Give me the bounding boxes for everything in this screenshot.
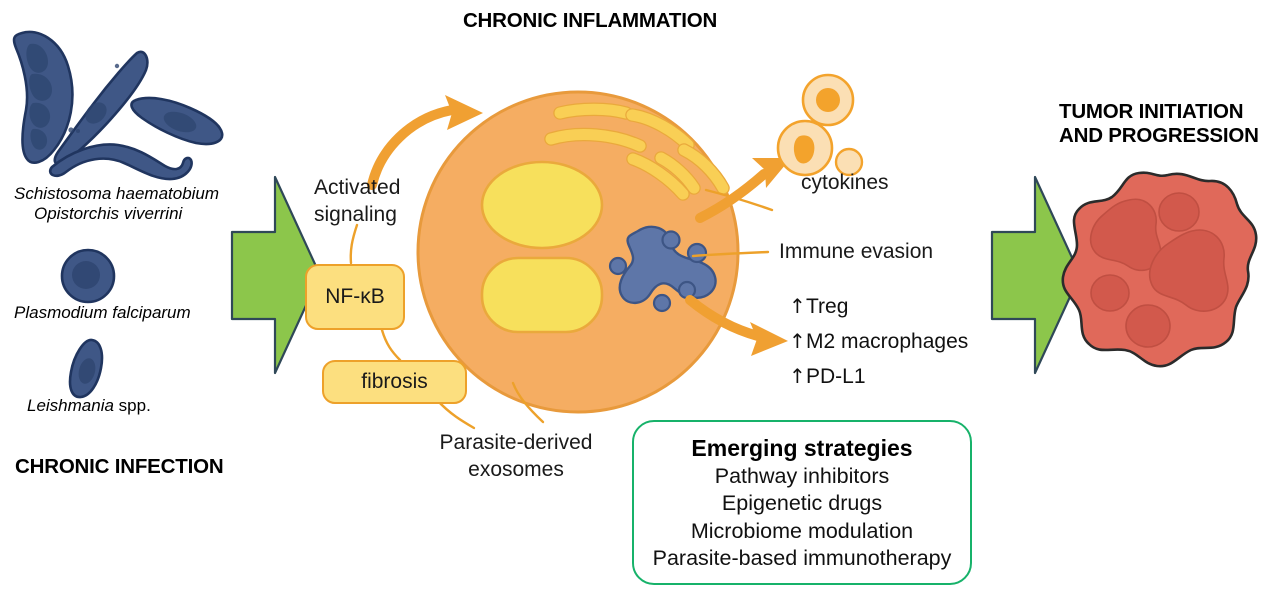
tumor-title-line-2: AND PROGRESSION [1059,123,1259,147]
exosomes-label: Parasite-derived exosomes [404,430,628,484]
pathogen-label-schistosoma: Schistosoma haematobium [14,184,220,203]
section-title-chronic-infection: CHRONIC INFECTION [15,455,224,478]
pathogen-label-opistorchis: Opistorchis viverrini [34,204,183,223]
upregulated-label-m2: M2 macrophages [806,330,969,353]
exosomes-line-1: Parasite-derived [439,431,593,454]
cell-golgi-rods [544,102,730,201]
nfkb-box-label: NF-κB [325,285,385,308]
activated-signaling-line-2: signaling [314,202,397,226]
cytokines-label: cytokines [801,171,889,194]
immune-evasion-label: Immune evasion [779,240,934,263]
cytokine-particles [776,73,864,177]
section-title-tumor-initiation: TUMOR INITIATION AND PROGRESSION [1059,100,1278,147]
upregulated-markers-list: ↑Treg ↑M2 macrophages ↑PD-L1 [789,296,968,387]
page-title-chronic-inflammation: CHRONIC INFLAMMATION [462,9,718,32]
exosomes-line-2: exosomes [468,457,564,481]
tumor-mass [1061,171,1258,368]
green-arrow-right [990,175,1082,375]
pathogen-label-plasmodium: Plasmodium falciparum [14,303,191,322]
leishmania-spp: spp. [113,396,151,415]
strategy-item-pathway-inhibitors: Pathway inhibitors [714,464,890,489]
upregulated-label-treg: Treg [806,295,849,318]
arrow-immune-upregulation [685,295,788,356]
parasite-leishmania-shape [68,338,104,399]
strategy-item-microbiome-modulation: Microbiome modulation [690,518,914,543]
up-arrow-icon: ↑ [789,294,806,318]
up-arrow-icon: ↑ [789,364,806,388]
parasite-worm-group [12,30,224,181]
upregulated-item-treg: ↑Treg [789,296,968,317]
fibrosis-box[interactable]: fibrosis [322,360,467,404]
upregulated-label-pdl1: PD-L1 [806,365,866,388]
strategy-item-parasite-immunotherapy: Parasite-based immunotherapy [652,545,952,570]
up-arrow-icon: ↑ [789,329,806,353]
activated-signaling-label: Activated signaling [314,175,400,229]
arrow-activated-signaling [367,95,483,190]
arrow-cytokines [695,158,791,223]
intracellular-parasite-blob [608,225,717,313]
inflamed-cell [416,90,740,414]
nfkb-box[interactable]: NF-κB [305,264,405,330]
fibrosis-box-label: fibrosis [361,370,428,393]
upregulated-item-pdl1: ↑PD-L1 [789,366,968,387]
activated-signaling-line-1: Activated [314,176,401,199]
emerging-strategies-title: Emerging strategies [691,435,913,462]
emerging-strategies-box[interactable]: Emerging strategies Pathway inhibitors E… [632,420,972,585]
pathogen-label-leishmania: Leishmania spp. [27,396,151,416]
cell-organelles [480,160,604,334]
thick-orange-arrows [367,95,791,356]
upregulated-item-m2: ↑M2 macrophages [789,331,968,352]
leishmania-genus: Leishmania [27,396,114,415]
tumor-title-line-1: TUMOR INITIATION [1059,100,1244,123]
parasite-plasmodium-shape [60,248,116,304]
strategy-item-epigenetic-drugs: Epigenetic drugs [721,491,883,516]
